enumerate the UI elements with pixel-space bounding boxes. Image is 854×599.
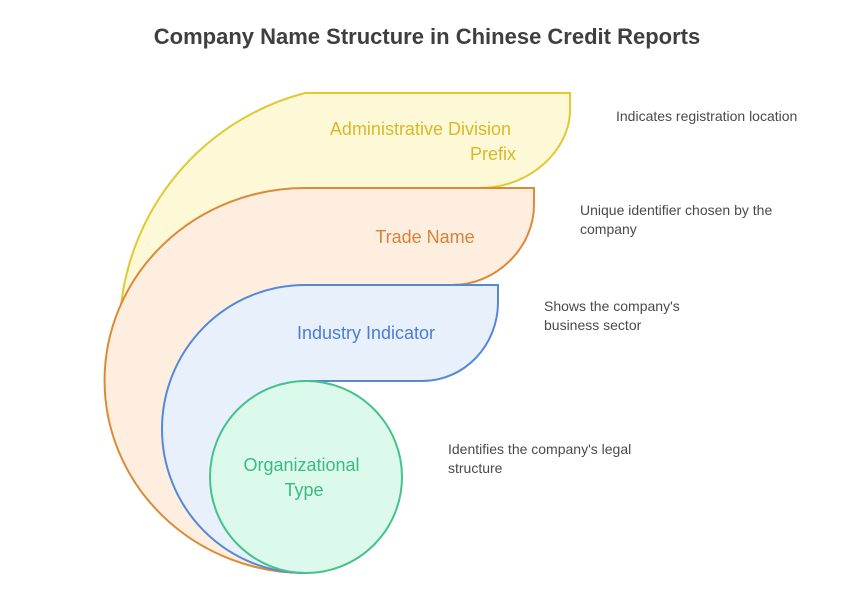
layer-admin-division-label: Administrative Division Prefix [330,119,516,164]
layer-organizational-type-label: Organizational Type [243,455,364,500]
layer-industry-indicator-label: Industry Indicator [297,323,435,343]
admin-division-description: Indicates registration location [616,108,798,124]
trade-name-description: Unique identifier chosen by the company [580,202,773,237]
layer-organizational-type-shape [209,380,403,574]
industry-indicator-description: Shows the company's business sector [544,298,680,333]
organizational-type-description: Identifies the company's legal structure [448,441,632,476]
diagram-title: Company Name Structure in Chinese Credit… [153,24,701,49]
layer-trade-name-label: Trade Name [375,227,474,247]
